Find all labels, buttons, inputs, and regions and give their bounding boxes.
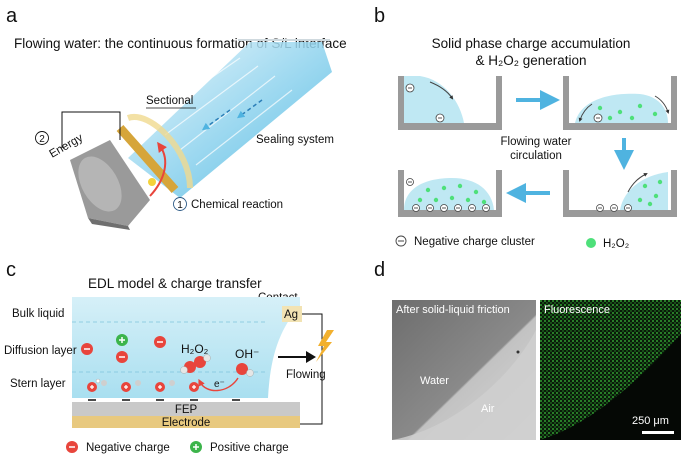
label-oh: OH⁻ <box>235 347 259 361</box>
label-stern-layer: Stern layer <box>10 378 66 390</box>
label-chemical-reaction: Chemical reaction <box>191 199 283 211</box>
energy-bracket <box>61 111 121 148</box>
reaction-arrow <box>149 141 167 197</box>
chem-number-circle <box>173 197 187 211</box>
legend-negative-charge-label: Negative charge <box>86 442 170 454</box>
label-sectional: Sectional <box>146 95 193 107</box>
motion-arrow <box>627 173 648 193</box>
water-drop <box>404 76 464 123</box>
panel-d: d After solid-liquid friction Water Air … <box>374 259 681 440</box>
h2o2-molecule <box>180 354 211 374</box>
label-scale-bar: 250 μm <box>632 415 669 427</box>
water-drop <box>620 172 668 210</box>
diffusion-ions <box>81 334 166 363</box>
label-fep: FEP <box>175 404 198 416</box>
flow-arrow-1 <box>201 109 231 131</box>
tube-flow-lines <box>149 57 293 166</box>
energy-number: 2 <box>39 134 45 145</box>
panel-b-letter: b <box>374 5 385 27</box>
container-wall <box>563 170 677 217</box>
label-sealing: Sealing system <box>256 134 334 146</box>
h2o2-dot <box>425 187 431 193</box>
flow-arrow-2 <box>236 99 263 119</box>
label-flowing: Flowing <box>286 369 326 381</box>
h2o2-dot <box>642 183 648 189</box>
label-electrode: Electrode <box>162 417 211 429</box>
container-step4 <box>398 170 502 217</box>
legend-h2o2-label: H₂O₂ <box>603 238 629 250</box>
legend-h2o2-icon <box>586 238 596 248</box>
water-drop <box>404 178 494 210</box>
tube-electrode-layer <box>116 125 179 193</box>
label-fluorescence: Fluorescence <box>544 304 610 316</box>
container-wall <box>398 76 502 130</box>
panel-c-letter: c <box>6 259 16 281</box>
tube-illustration <box>70 39 332 230</box>
ag-contact <box>282 306 302 322</box>
stern-ions <box>87 378 199 392</box>
tube-water <box>128 42 332 198</box>
label-ag: Ag <box>284 309 298 321</box>
label-after-friction: After solid-liquid friction <box>396 304 510 316</box>
oh-ion <box>236 363 254 377</box>
label-diffusion-layer: Diffusion layer <box>4 345 77 357</box>
water-drop <box>575 93 668 123</box>
label-water: Water <box>420 375 449 387</box>
energy-number-circle <box>35 131 49 145</box>
label-air: Air <box>481 403 495 415</box>
panel-b-title-line2: & H₂O₂ generation <box>475 53 586 68</box>
scale-bar <box>642 431 674 434</box>
tube-end-cap-shadow <box>88 218 130 230</box>
panel-c-title: EDL model & charge transfer <box>88 276 262 291</box>
container-step1 <box>398 76 502 130</box>
label-electron: e⁻ <box>214 379 225 390</box>
panel-b-title-line1: Solid phase charge accumulation <box>432 36 631 51</box>
chem-number: 1 <box>177 200 183 211</box>
tube-cap-face <box>78 156 122 212</box>
flowing-water-line1: Flowing water <box>501 136 572 148</box>
container-wall <box>563 76 677 130</box>
reaction-spot <box>148 178 156 186</box>
label-bulk-liquid: Bulk liquid <box>12 308 64 320</box>
legend-neg-cluster-label: Negative charge cluster <box>414 236 535 248</box>
electron-transfer-arrow <box>198 377 239 392</box>
container-step2 <box>563 76 677 130</box>
label-h2o2: H₂O₂ <box>181 342 209 356</box>
container-step3 <box>563 170 677 217</box>
motion-arrow <box>578 103 593 122</box>
panel-c: c EDL model & charge transfer Contact Ag… <box>4 259 334 454</box>
panel-a-letter: a <box>6 5 18 27</box>
panel-b: b Solid phase charge accumulation & H₂O₂… <box>374 5 677 250</box>
tube-inner-film <box>126 114 193 189</box>
flowing-water-line2: circulation <box>510 150 562 162</box>
panel-d-letter: d <box>374 259 385 281</box>
external-circuit <box>300 313 323 425</box>
container-wall <box>398 170 502 217</box>
h2o2-dot <box>597 105 603 111</box>
panel-a: a Flowing water: the continuous formatio… <box>6 5 347 230</box>
motion-arrow <box>429 81 454 100</box>
air-region <box>392 330 536 440</box>
electrode-layer <box>72 416 300 428</box>
lightning-icon <box>316 330 334 362</box>
fluorescence-signal <box>540 300 681 440</box>
legend-positive-charge-label: Positive charge <box>210 442 289 454</box>
fep-layer <box>72 402 300 416</box>
